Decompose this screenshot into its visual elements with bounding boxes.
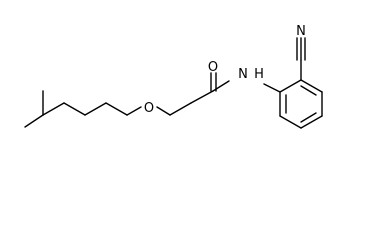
atom-nitrogen-amide: N <box>238 67 248 82</box>
atom-nitrogen-nitrile: N <box>296 24 306 39</box>
bond-oxygen-to-ch2 <box>156 106 171 116</box>
atom-oxygen-carbonyl: O <box>208 60 218 75</box>
bond-nitrogen-to-ring <box>263 83 281 93</box>
bond-chain-to-oxygen <box>126 106 142 116</box>
atom-oxygen-ether: O <box>144 101 154 116</box>
ring-bond-1 <box>279 79 302 93</box>
bond-ch2-ch2 <box>169 102 192 116</box>
ring-bond-5 <box>279 115 302 129</box>
bond-chain-2 <box>63 102 86 116</box>
atom-hydrogen-amide: H <box>254 67 264 82</box>
ring-bond-2 <box>300 79 323 93</box>
chemical-structure: O O N H N <box>24 24 323 129</box>
bond-ch2-carbonyl <box>190 90 214 104</box>
bond-chain-1 <box>24 114 44 128</box>
bond-methyl-a <box>42 102 65 116</box>
ring-inner-bond-a <box>300 85 317 96</box>
bond-chain-4 <box>105 102 128 116</box>
ring-bond-4 <box>300 115 323 129</box>
bond-chain-3 <box>84 102 107 116</box>
bond-carbonyl-to-nitrogen <box>212 80 230 92</box>
ring-inner-bond-b <box>300 112 317 123</box>
